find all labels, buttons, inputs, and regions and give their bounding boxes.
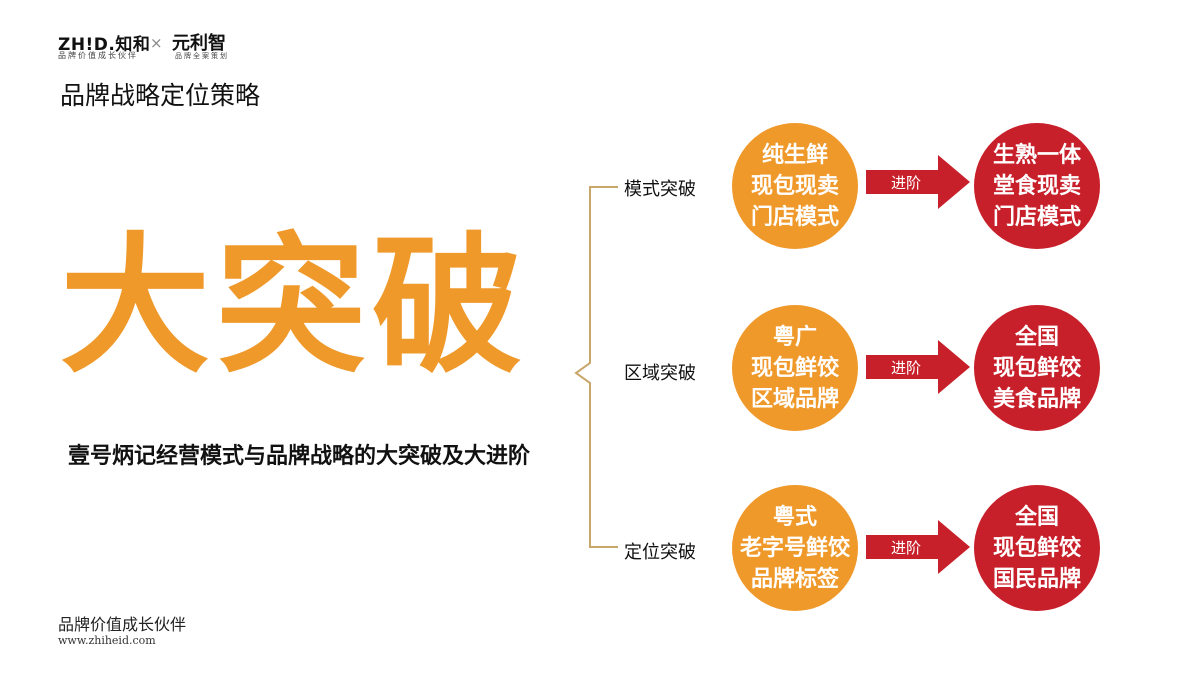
- circle-line: 粤式: [772, 504, 817, 530]
- to-circle-positioning: 全国 现包鲜饺 国民品牌: [974, 485, 1100, 611]
- circle-line: 区域品牌: [750, 386, 839, 412]
- branch-label-positioning: 定位突破: [624, 542, 696, 563]
- circle-line: 纯生鲜: [761, 142, 828, 168]
- arrow-right-icon: [866, 155, 970, 209]
- branch-label-region: 区域突破: [624, 363, 696, 384]
- circle-line: 全国: [1014, 324, 1059, 350]
- footer-tagline: 品牌价值成长伙伴: [58, 615, 187, 634]
- circle-line: 国民品牌: [992, 566, 1081, 592]
- circle-line: 门店模式: [750, 204, 839, 230]
- circle-line: 现包现卖: [750, 173, 839, 199]
- from-circle-mode: 纯生鲜 现包现卖 门店模式: [732, 123, 858, 249]
- from-circle-positioning: 粤式 老字号鲜饺 品牌标签: [732, 485, 858, 611]
- big-headline: 大突破: [60, 220, 529, 394]
- circle-line: 现包鲜饺: [992, 355, 1081, 381]
- footer-url: www.zhiheid.com: [58, 634, 156, 647]
- circle-line: 全国: [1014, 504, 1059, 530]
- circle-line: 品牌标签: [750, 566, 839, 592]
- bracket-connector: [574, 186, 618, 548]
- yuanlizhi-logo-tagline: 品牌全案策划: [175, 52, 229, 60]
- to-circle-mode: 生熟一体 堂食现卖 门店模式: [974, 123, 1100, 249]
- arrow-right-icon: [866, 520, 970, 574]
- circle-line: 现包鲜饺: [750, 355, 839, 381]
- subtitle: 壹号炳记经营模式与品牌战略的大突破及大进阶: [68, 444, 531, 469]
- zhid-logo-tagline: 品牌价值成长伙伴: [58, 51, 138, 60]
- circle-line: 生熟一体: [992, 142, 1081, 168]
- to-circle-region: 全国 现包鲜饺 美食品牌: [974, 305, 1100, 431]
- circle-line: 粤广: [772, 324, 817, 350]
- advance-label: 进阶: [890, 539, 921, 557]
- advance-label: 进阶: [890, 174, 921, 192]
- circle-line: 老字号鲜饺: [739, 535, 850, 561]
- circle-line: 现包鲜饺: [992, 535, 1081, 561]
- logo-separator: ×: [150, 34, 163, 52]
- advance-label: 进阶: [890, 359, 921, 377]
- arrow-right-icon: [866, 340, 970, 394]
- zhid-logo: ZH!D.知和: [58, 35, 151, 55]
- circle-line: 门店模式: [992, 204, 1081, 230]
- yuanlizhi-logo: 元利智: [172, 33, 226, 54]
- branch-label-mode: 模式突破: [624, 179, 696, 200]
- circle-line: 堂食现卖: [992, 173, 1081, 199]
- circle-line: 美食品牌: [992, 386, 1081, 412]
- from-circle-region: 粤广 现包鲜饺 区域品牌: [732, 305, 858, 431]
- page-title: 品牌战略定位策略: [60, 81, 261, 110]
